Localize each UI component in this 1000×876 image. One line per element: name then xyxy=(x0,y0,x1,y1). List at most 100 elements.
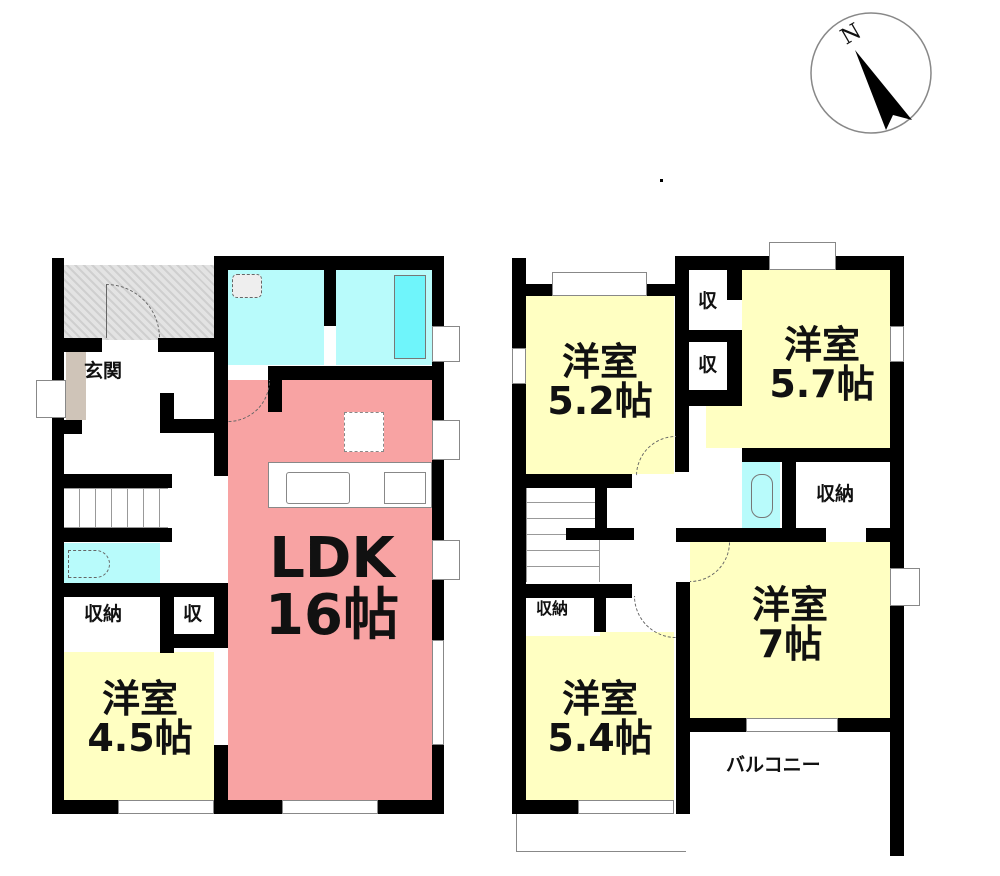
bedroom-5-4-size: 5.4帖 xyxy=(547,715,653,760)
storage-small-floor1-label: 収 xyxy=(183,603,203,625)
wall xyxy=(727,270,742,300)
bedroom-4-5 xyxy=(64,652,214,800)
sink-icon xyxy=(232,274,262,298)
window xyxy=(432,540,460,580)
north-arrow-icon xyxy=(810,12,932,134)
bedroom-5-4-label: 洋室 5.4帖 xyxy=(540,680,660,758)
bedroom-5-4 xyxy=(526,636,674,800)
bedroom-7-size: 7帖 xyxy=(757,621,823,666)
bedroom-5-7-size: 5.7帖 xyxy=(769,361,875,406)
storage-floor2-left-label: 収納 xyxy=(536,599,569,618)
shoe-step xyxy=(66,352,86,420)
wall xyxy=(512,800,578,814)
wall xyxy=(676,718,746,732)
stray-dot xyxy=(660,179,663,182)
wall xyxy=(838,718,904,732)
wall xyxy=(158,338,228,352)
kitchen-sink-icon xyxy=(286,472,350,504)
closet-middle-label: 収 xyxy=(698,354,718,376)
storage-floor1-label: 収納 xyxy=(84,603,123,625)
floor-1-plan: 玄関 LDK 16帖 収納 収 洋室 4.5帖 xyxy=(0,0,480,876)
wall xyxy=(512,584,632,598)
window xyxy=(36,380,66,418)
window xyxy=(432,326,460,362)
bedroom-5-2-type: 洋室 xyxy=(561,340,638,384)
ldk-upper xyxy=(282,378,432,388)
entrance-label: 玄関 xyxy=(84,360,123,382)
compass: N xyxy=(808,10,934,136)
bedroom-5-7-label: 洋室 5.7帖 xyxy=(762,326,882,404)
bedroom-4-5-size: 4.5帖 xyxy=(87,715,193,760)
window xyxy=(746,718,838,732)
wall xyxy=(512,474,632,488)
ldk-size: 16帖 xyxy=(265,583,399,649)
ldk-room xyxy=(228,380,432,800)
wall xyxy=(160,419,226,433)
entrance-hall xyxy=(64,352,214,412)
bedroom-7-type: 洋室 xyxy=(751,583,828,627)
wall xyxy=(866,528,904,542)
bedroom-5-4-ext xyxy=(600,632,674,642)
closet-upper-label: 収 xyxy=(698,290,718,312)
storage-floor1 xyxy=(66,598,158,634)
wall xyxy=(676,528,826,542)
bedroom-5-2-label: 洋室 5.2帖 xyxy=(540,343,660,421)
wall xyxy=(52,338,102,352)
toilet-icon xyxy=(68,550,110,578)
wall xyxy=(268,366,444,380)
wall xyxy=(836,256,904,270)
wall xyxy=(268,366,282,412)
bedroom-4-5-type: 洋室 xyxy=(101,677,178,721)
storage-floor2-left xyxy=(526,598,594,626)
wall xyxy=(52,474,172,488)
window xyxy=(578,800,674,814)
window xyxy=(769,242,836,270)
storage-floor2-right-label: 収納 xyxy=(816,483,855,505)
bathtub-icon xyxy=(394,275,426,359)
closet-upper xyxy=(689,284,727,330)
wall xyxy=(675,390,742,406)
toilet-floor2 xyxy=(742,460,780,528)
wall xyxy=(160,634,228,648)
wall xyxy=(566,528,634,540)
window xyxy=(890,568,920,606)
balcony xyxy=(686,732,890,852)
wall xyxy=(52,528,172,542)
window xyxy=(282,800,378,814)
toilet-icon xyxy=(751,474,773,518)
ldk-name: LDK xyxy=(269,526,395,591)
wall xyxy=(675,330,729,342)
storage-floor2-right xyxy=(798,462,890,528)
window xyxy=(118,800,214,814)
window xyxy=(890,326,904,362)
wall xyxy=(595,488,607,528)
closet-middle xyxy=(689,342,727,390)
wall xyxy=(214,590,228,640)
bedroom-4-5-label: 洋室 4.5帖 xyxy=(80,680,200,758)
kitchen-counter xyxy=(268,462,432,508)
wall xyxy=(432,585,444,625)
balcony-label: バルコニー xyxy=(726,754,821,776)
window xyxy=(432,420,460,460)
window xyxy=(552,272,647,296)
wall xyxy=(675,380,689,472)
wall xyxy=(782,448,796,542)
bedroom-7 xyxy=(690,542,890,718)
bedroom-5-4-type: 洋室 xyxy=(561,677,638,721)
wall xyxy=(727,330,742,402)
bedroom-5-7-ext xyxy=(706,406,890,448)
wall xyxy=(594,584,606,632)
wall xyxy=(324,256,336,326)
wall xyxy=(676,582,690,814)
wall xyxy=(52,583,228,597)
wall xyxy=(512,284,552,296)
wall xyxy=(52,420,82,434)
ldk-label: LDK 16帖 xyxy=(262,530,402,644)
bedroom-7-label: 洋室 7帖 xyxy=(730,586,850,664)
wall xyxy=(675,256,769,270)
staircase-floor1 xyxy=(64,488,168,528)
bedroom-5-2-size: 5.2帖 xyxy=(547,378,653,423)
stove-icon xyxy=(384,472,426,504)
wall xyxy=(512,258,526,814)
